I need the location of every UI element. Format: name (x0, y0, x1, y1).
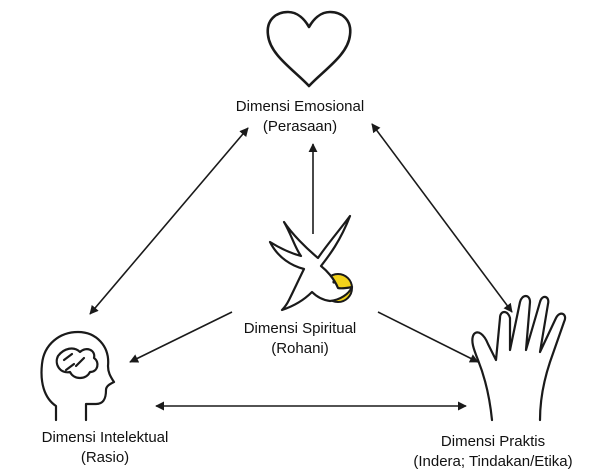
edge-spiritual-practical (377, 311, 479, 363)
label-practical: Dimensi Praktis (Indera; Tindakan/Etika) (388, 432, 598, 472)
edge-emotional-intellectual (89, 127, 249, 315)
label-emotional-subtitle: (Perasaan) (262, 118, 338, 135)
head-brain-icon (40, 330, 116, 422)
edge-spiritual-intellectual (129, 311, 233, 363)
dove-icon (268, 214, 354, 312)
label-intellectual: Dimensi Intelektual (Rasio) (0, 428, 210, 468)
heart-icon (266, 10, 352, 88)
label-spiritual: Dimensi Spiritual (Rohani) (200, 319, 400, 359)
label-emotional: Dimensi Emosional (Perasaan) (180, 97, 420, 137)
label-practical-subtitle: (Indera; Tindakan/Etika) (413, 453, 573, 470)
label-intellectual-subtitle: (Rasio) (80, 449, 130, 466)
hand-icon (471, 294, 567, 422)
label-spiritual-subtitle: (Rohani) (271, 340, 329, 357)
edge-emotional-practical (371, 123, 513, 313)
label-practical-title: Dimensi Praktis (440, 433, 546, 450)
label-intellectual-title: Dimensi Intelektual (41, 429, 169, 446)
label-emotional-title: Dimensi Emosional (235, 98, 365, 115)
label-spiritual-title: Dimensi Spiritual (243, 320, 357, 337)
